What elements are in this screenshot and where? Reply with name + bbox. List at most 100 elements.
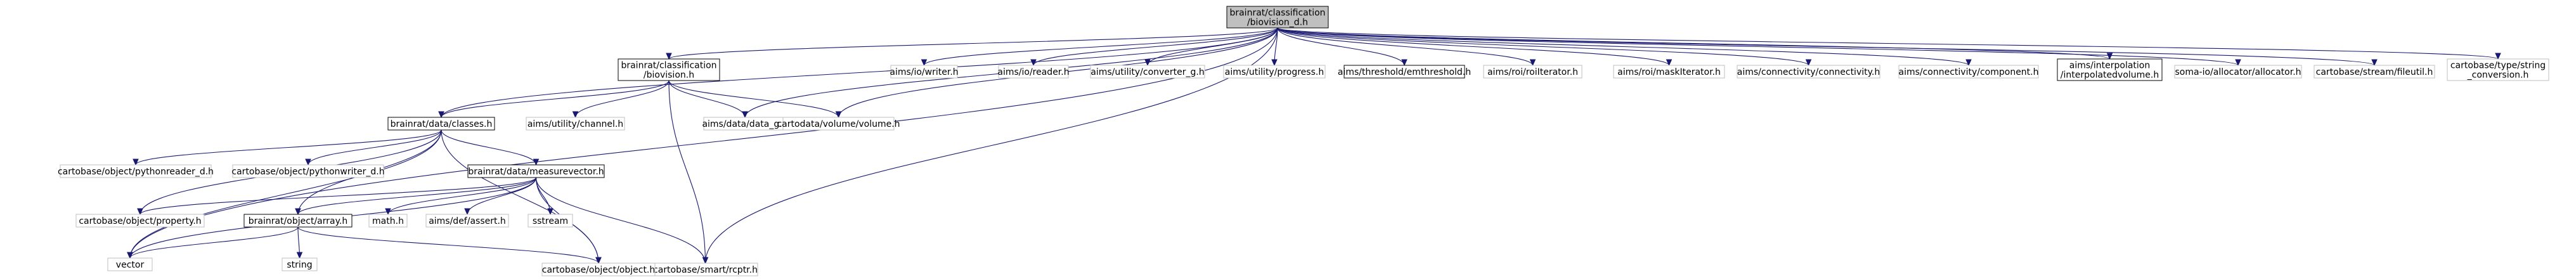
- arrowhead-measurevector-to-rcptr: [702, 257, 709, 264]
- edge-measurevector-to-property: [139, 177, 537, 215]
- node-array[interactable]: brainrat/object/array.h: [243, 214, 353, 228]
- arrowhead-root-to-progress: [1271, 59, 1278, 67]
- node-box-classes[interactable]: [387, 117, 495, 131]
- node-label-rcptr-line-0: cartobase/smart/rcptr.h: [653, 265, 758, 275]
- node-box-pythonwriter: [232, 164, 384, 178]
- edge-root-to-string_conv: [1277, 27, 2499, 60]
- node-label-emthreshold-line-0: aims/threshold/emthreshold.h: [1338, 67, 1471, 77]
- node-allocator: soma-io/allocator/allocator.h: [2174, 65, 2302, 79]
- node-box-component: [1898, 65, 2039, 79]
- arrowhead-measurevector-to-property: [137, 208, 143, 216]
- edge-classes-to-measurevector: [441, 129, 537, 165]
- edge-biovision_h-to-volume: [668, 80, 839, 118]
- edge-measurevector-to-math: [387, 177, 537, 215]
- node-math: math.h: [368, 214, 408, 228]
- node-label-measurevector-line-0: brainrat/data/measurevector.h: [468, 167, 604, 177]
- node-pythonwriter: cartobase/object/pythonwriter_d.h: [231, 164, 385, 178]
- arrowhead-biovision_h-to-channel: [572, 111, 579, 119]
- node-box-channel: [526, 117, 625, 131]
- node-label-root-line-0: brainrat/classification: [1229, 8, 1325, 18]
- edge-root-to-biovision_h: [668, 27, 1278, 60]
- edge-measurevector-to-rcptr: [535, 177, 706, 264]
- node-reader: aims/io/reader.h: [997, 65, 1070, 79]
- node-rcptr: cartobase/smart/rcptr.h: [652, 263, 758, 276]
- arrowhead-biovision_h-to-volume: [835, 111, 842, 119]
- node-maskiterator: aims/roi/maskIterator.h: [1613, 65, 1725, 79]
- node-emthreshold[interactable]: aims/threshold/emthreshold.h: [1338, 65, 1471, 79]
- node-label-interpolated-line-1: /interpolatedvolume.h: [2061, 70, 2159, 81]
- edge-biovision_h-to-channel: [574, 80, 670, 118]
- node-box-math: [368, 214, 408, 228]
- node-label-roiiterator-line-0: aims/roi/roiIterator.h: [1487, 67, 1578, 77]
- node-box-array[interactable]: [243, 214, 353, 228]
- node-label-volume-line-0: cartodata/volume/volume.h: [777, 119, 900, 129]
- node-label-component-line-0: aims/connectivity/component.h: [1898, 67, 2038, 77]
- edge-root-to-writer: [923, 27, 1278, 66]
- node-box-fileutil: [2314, 65, 2435, 79]
- node-box-sstream: [527, 214, 573, 228]
- arrowhead-measurevector-to-assert: [464, 208, 470, 216]
- arrowhead-measurevector-to-array: [295, 208, 301, 216]
- node-converter_g: aims/utility/converter_g.h: [1090, 65, 1205, 79]
- arrowhead-root-to-fileutil: [2371, 59, 2378, 67]
- node-box-reader: [998, 65, 1069, 79]
- arrowhead-array-to-vector: [127, 252, 133, 259]
- node-box-string: [282, 257, 318, 271]
- node-progress: aims/utility/progress.h: [1223, 65, 1326, 79]
- arrowhead-root-to-maskiterator: [1666, 59, 1673, 67]
- node-box-vector: [107, 257, 153, 271]
- node-label-connectivity-line-0: aims/connectivity/connectivity.h: [1737, 67, 1880, 77]
- node-label-root-line-1: /biovision_d.h: [1247, 18, 1308, 28]
- node-biovision_h[interactable]: brainrat/classification/biovision.h: [618, 58, 720, 81]
- edge-array-to-object: [297, 226, 599, 264]
- node-label-channel-line-0: aims/utility/channel.h: [527, 119, 623, 129]
- node-box-writer: [890, 65, 958, 79]
- edge-array-to-vector: [129, 226, 299, 259]
- node-box-volume: [782, 117, 895, 131]
- edge-root-to-component: [1277, 27, 1969, 66]
- arrowhead-root-to-allocator: [2235, 59, 2241, 67]
- arrowhead-root-to-biovision_h: [666, 53, 672, 60]
- node-label-interpolated-line-0: aims/interpolation: [2069, 61, 2150, 71]
- node-connectivity: aims/connectivity/connectivity.h: [1737, 65, 1880, 79]
- node-label-array-line-0: brainrat/object/array.h: [249, 216, 347, 226]
- node-label-reader-line-0: aims/io/reader.h: [997, 67, 1069, 77]
- node-box-pythonreader: [60, 164, 212, 178]
- arrowhead-root-to-emthreshold: [1401, 59, 1408, 67]
- node-classes[interactable]: brainrat/data/classes.h: [387, 117, 495, 131]
- edge-measurevector-to-array: [297, 177, 537, 215]
- edge-root-to-connectivity: [1277, 27, 1809, 66]
- arrowhead-array-to-object: [595, 257, 602, 264]
- node-label-classes-line-0: brainrat/data/classes.h: [391, 119, 493, 129]
- node-label-pythonwriter-line-0: cartobase/object/pythonwriter_d.h: [231, 167, 384, 177]
- node-label-fileutil-line-0: cartobase/stream/fileutil.h: [2316, 67, 2433, 77]
- node-measurevector[interactable]: brainrat/data/measurevector.h: [467, 164, 605, 178]
- node-interpolated[interactable]: aims/interpolation/interpolatedvolume.h: [2057, 58, 2163, 81]
- node-label-biovision_h-line-0: brainrat/classification: [621, 61, 716, 71]
- node-box-root: [1226, 6, 1329, 29]
- node-label-math-line-0: math.h: [372, 216, 404, 226]
- node-box-maskiterator: [1613, 65, 1725, 79]
- node-box-property: [75, 214, 205, 228]
- edge-root-to-fileutil: [1277, 27, 2375, 66]
- node-box-object: [541, 263, 656, 276]
- node-label-string_conv-line-0: cartobase/type/string: [2450, 61, 2546, 71]
- node-label-object-line-0: cartobase/object/object.h: [542, 265, 656, 275]
- node-fileutil: cartobase/stream/fileutil.h: [2314, 65, 2435, 79]
- arrowhead-classes-to-pythonreader: [133, 159, 139, 166]
- edge-classes-to-pythonwriter: [307, 129, 442, 165]
- arrowhead-root-to-converter_g: [1144, 59, 1151, 67]
- arrowhead-classes-to-pythonwriter: [305, 159, 311, 166]
- node-box-emthreshold[interactable]: [1343, 65, 1465, 79]
- node-box-measurevector[interactable]: [467, 164, 605, 178]
- edge-biovision_h-to-classes: [441, 80, 670, 118]
- edge-biovision_h-to-data_g: [668, 80, 746, 118]
- node-box-assert: [425, 214, 509, 228]
- arrowhead-root-to-string_conv: [2495, 53, 2501, 60]
- node-box-progress: [1223, 65, 1326, 79]
- arrowhead-root-to-connectivity: [1805, 59, 1812, 67]
- node-box-interpolated[interactable]: [2057, 58, 2163, 81]
- node-channel: aims/utility/channel.h: [526, 117, 625, 131]
- node-box-biovision_h[interactable]: [618, 58, 720, 81]
- arrowhead-biovision_h-to-data_g: [742, 111, 748, 119]
